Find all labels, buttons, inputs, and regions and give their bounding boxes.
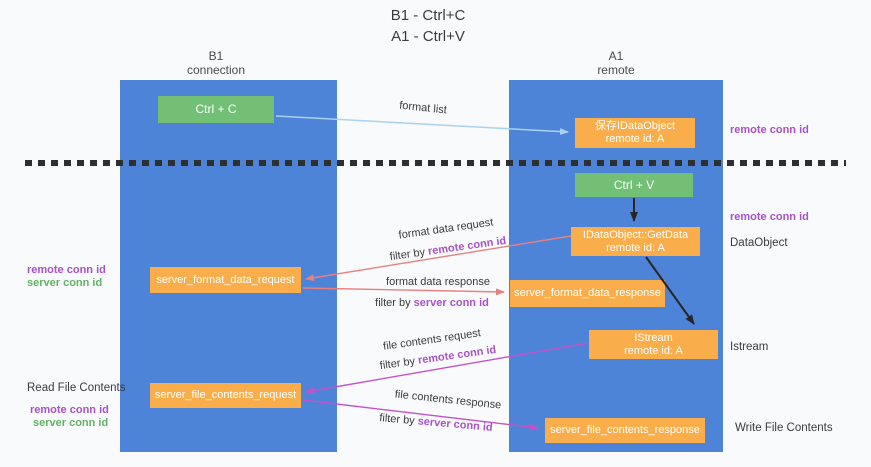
- istream-box: IStream remote id: A: [589, 330, 718, 359]
- column-header-a1: A1 remote: [556, 49, 676, 77]
- right-top-remote-conn-id: remote conn id: [730, 124, 809, 136]
- istream-title: IStream: [634, 331, 673, 344]
- ctrl-v-box: Ctrl + V: [575, 173, 693, 197]
- left-format-remote-conn-id: remote conn id: [27, 264, 106, 276]
- column-a1-role: remote: [597, 63, 635, 77]
- filter-by-prefix: filter by: [389, 245, 429, 264]
- server-format-data-request-box: server_format_data_request: [150, 267, 301, 293]
- format-list-annotation: format list: [398, 99, 448, 117]
- save-idataobject-title: 保存IDataObject: [594, 120, 676, 132]
- filter-key-server-conn-id: server conn id: [417, 415, 494, 434]
- title-line-1: B1 - Ctrl+C: [390, 7, 466, 24]
- left-file-remote-conn-id: remote conn id: [30, 404, 109, 416]
- save-idataobject-box: 保存IDataObject remote id: A: [575, 118, 695, 148]
- server-file-contents-response-label: server_file_contents_response: [550, 424, 700, 436]
- server-file-contents-request-label: server_file_contents_request: [154, 389, 297, 401]
- save-idataobject-subtitle: remote id: A: [605, 133, 665, 145]
- filter-by-prefix: filter by: [379, 354, 419, 373]
- ctrl-c-label: Ctrl + C: [195, 102, 237, 116]
- diagram-title: B1 - Ctrl+C A1 - Ctrl+V: [328, 5, 528, 47]
- server-format-data-response-label: server_format_data_response: [514, 287, 661, 299]
- dataobject-label: DataObject: [730, 237, 788, 249]
- filter-by-prefix: filter by: [375, 297, 414, 309]
- format-data-response-filter-annotation: filter by server conn id: [375, 297, 489, 309]
- write-file-contents-label: Write File Contents: [735, 422, 833, 434]
- filter-key-remote-conn-id: remote conn id: [417, 343, 497, 367]
- idataobject-getdata-title: IDataObject::GetData: [582, 228, 689, 241]
- left-format-server-conn-id: server conn id: [27, 277, 103, 289]
- file-contents-response-filter-annotation: filter by server conn id: [379, 412, 493, 434]
- right-mid-remote-conn-id: remote conn id: [730, 211, 809, 223]
- column-b1-name: B1: [208, 49, 224, 63]
- column-header-b1: B1 connection: [156, 49, 276, 77]
- filter-key-remote-conn-id: remote conn id: [427, 234, 507, 258]
- istream-subtitle: remote id: A: [624, 344, 683, 357]
- server-file-contents-request-box: server_file_contents_request: [150, 383, 301, 408]
- read-file-contents-label: Read File Contents: [27, 382, 126, 394]
- title-line-2: A1 - Ctrl+V: [391, 28, 465, 45]
- server-file-contents-response-box: server_file_contents_response: [545, 418, 705, 443]
- idataobject-getdata-subtitle: remote id: A: [606, 241, 665, 254]
- column-b1-role: connection: [186, 63, 246, 77]
- ctrl-c-box: Ctrl + C: [158, 96, 274, 123]
- server-format-data-response-box: server_format_data_response: [510, 280, 665, 307]
- filter-key-server-conn-id: server conn id: [413, 297, 489, 309]
- istream-side-label: Istream: [730, 341, 769, 353]
- ctrl-v-label: Ctrl + V: [613, 177, 655, 192]
- file-contents-response-annotation: file contents response: [394, 388, 502, 412]
- column-a1-name: A1: [608, 49, 624, 63]
- server-format-data-request-label: server_format_data_request: [156, 273, 295, 286]
- left-file-server-conn-id: server conn id: [33, 417, 109, 429]
- filter-by-prefix: filter by: [378, 412, 419, 428]
- format-data-response-annotation: format data response: [386, 276, 490, 288]
- idataobject-getdata-box: IDataObject::GetData remote id: A: [571, 227, 700, 256]
